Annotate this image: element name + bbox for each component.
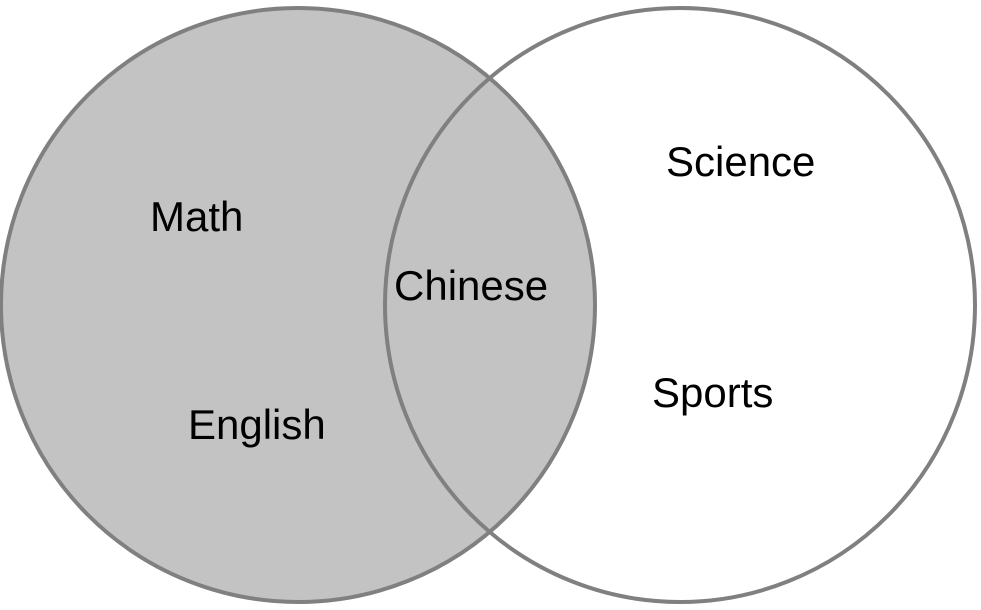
right-item-science: Science [666,138,815,185]
intersection-item-chinese: Chinese [394,262,548,309]
right-set-circle [383,6,977,604]
left-only-shaded-region [1,8,595,602]
right-item-sports: Sports [652,369,773,416]
left-item-math: Math [150,193,243,240]
left-item-english: English [188,401,326,448]
left-set-circle [0,6,597,604]
